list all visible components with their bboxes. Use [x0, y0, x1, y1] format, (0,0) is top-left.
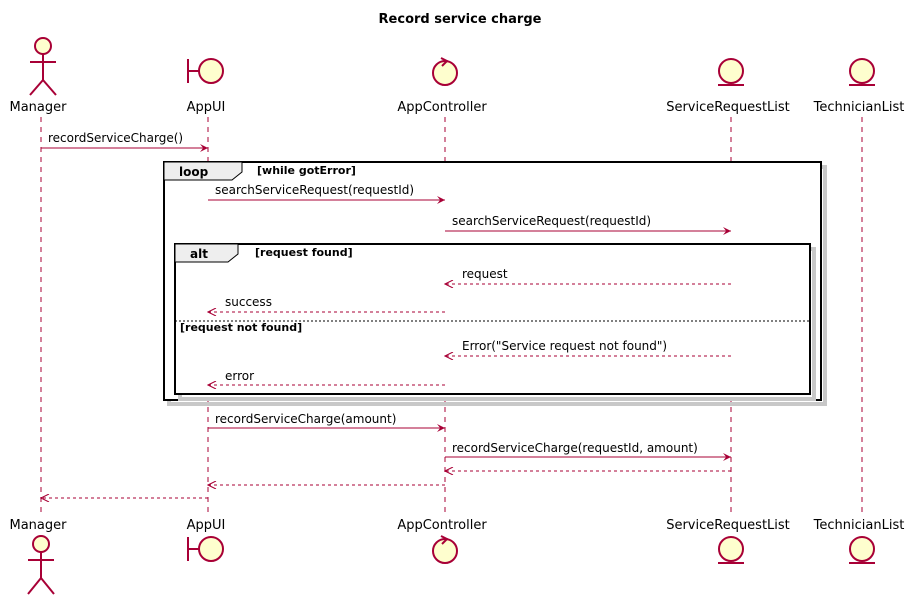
entity-icon — [849, 536, 875, 564]
alt-fragment: alt [request found] [request not found] — [174, 243, 816, 401]
alt-else-condition: [request not found] — [180, 321, 302, 334]
message-label: recordServiceCharge() — [48, 131, 183, 145]
message-label: Error("Service request not found") — [462, 339, 667, 353]
boundary-icon — [187, 536, 224, 562]
boundary-icon — [187, 58, 224, 84]
participant-heads-bottom: Manager AppUI AppController ServiceReque… — [10, 518, 905, 595]
loop-condition: [while gotError] — [257, 164, 356, 177]
message-label: recordServiceCharge(amount) — [215, 412, 396, 426]
participant-name: AppController — [397, 100, 487, 115]
participant-name: Manager — [10, 100, 68, 115]
loop-keyword: loop — [179, 165, 209, 179]
participant-name: AppUI — [187, 100, 226, 115]
message-label: success — [225, 295, 272, 309]
participant-name: Manager — [10, 518, 68, 533]
participant-name: AppUI — [187, 518, 226, 533]
loop-tab — [163, 161, 243, 181]
participant-name: ServiceRequestList — [666, 518, 790, 533]
participant-name: TechnicianList — [813, 100, 905, 115]
actor-icon — [29, 37, 57, 96]
control-icon — [432, 535, 458, 564]
participant-heads-top: Manager AppUI AppController ServiceReque… — [10, 37, 905, 115]
lifelines — [40, 117, 863, 514]
entity-icon — [849, 58, 875, 86]
control-icon — [432, 57, 458, 86]
diagram-title: Record service charge — [379, 12, 542, 27]
actor-icon — [27, 535, 55, 595]
entity-icon — [718, 536, 744, 564]
alt-frame — [174, 243, 811, 395]
message-label: searchServiceRequest(requestId) — [452, 214, 651, 228]
entity-icon — [718, 58, 744, 86]
message-label: request — [462, 267, 508, 281]
alt-condition: [request found] — [255, 246, 353, 259]
alt-keyword: alt — [190, 247, 208, 261]
message-label: recordServiceCharge(requestId, amount) — [452, 441, 698, 455]
message-label: error — [225, 369, 254, 383]
participant-name: TechnicianList — [813, 518, 905, 533]
participant-name: ServiceRequestList — [666, 100, 790, 115]
alt-tab — [174, 243, 239, 263]
participant-name: AppController — [397, 518, 487, 533]
message-label: searchServiceRequest(requestId) — [215, 183, 414, 197]
messages: recordServiceCharge() searchServiceReque… — [41, 131, 731, 498]
